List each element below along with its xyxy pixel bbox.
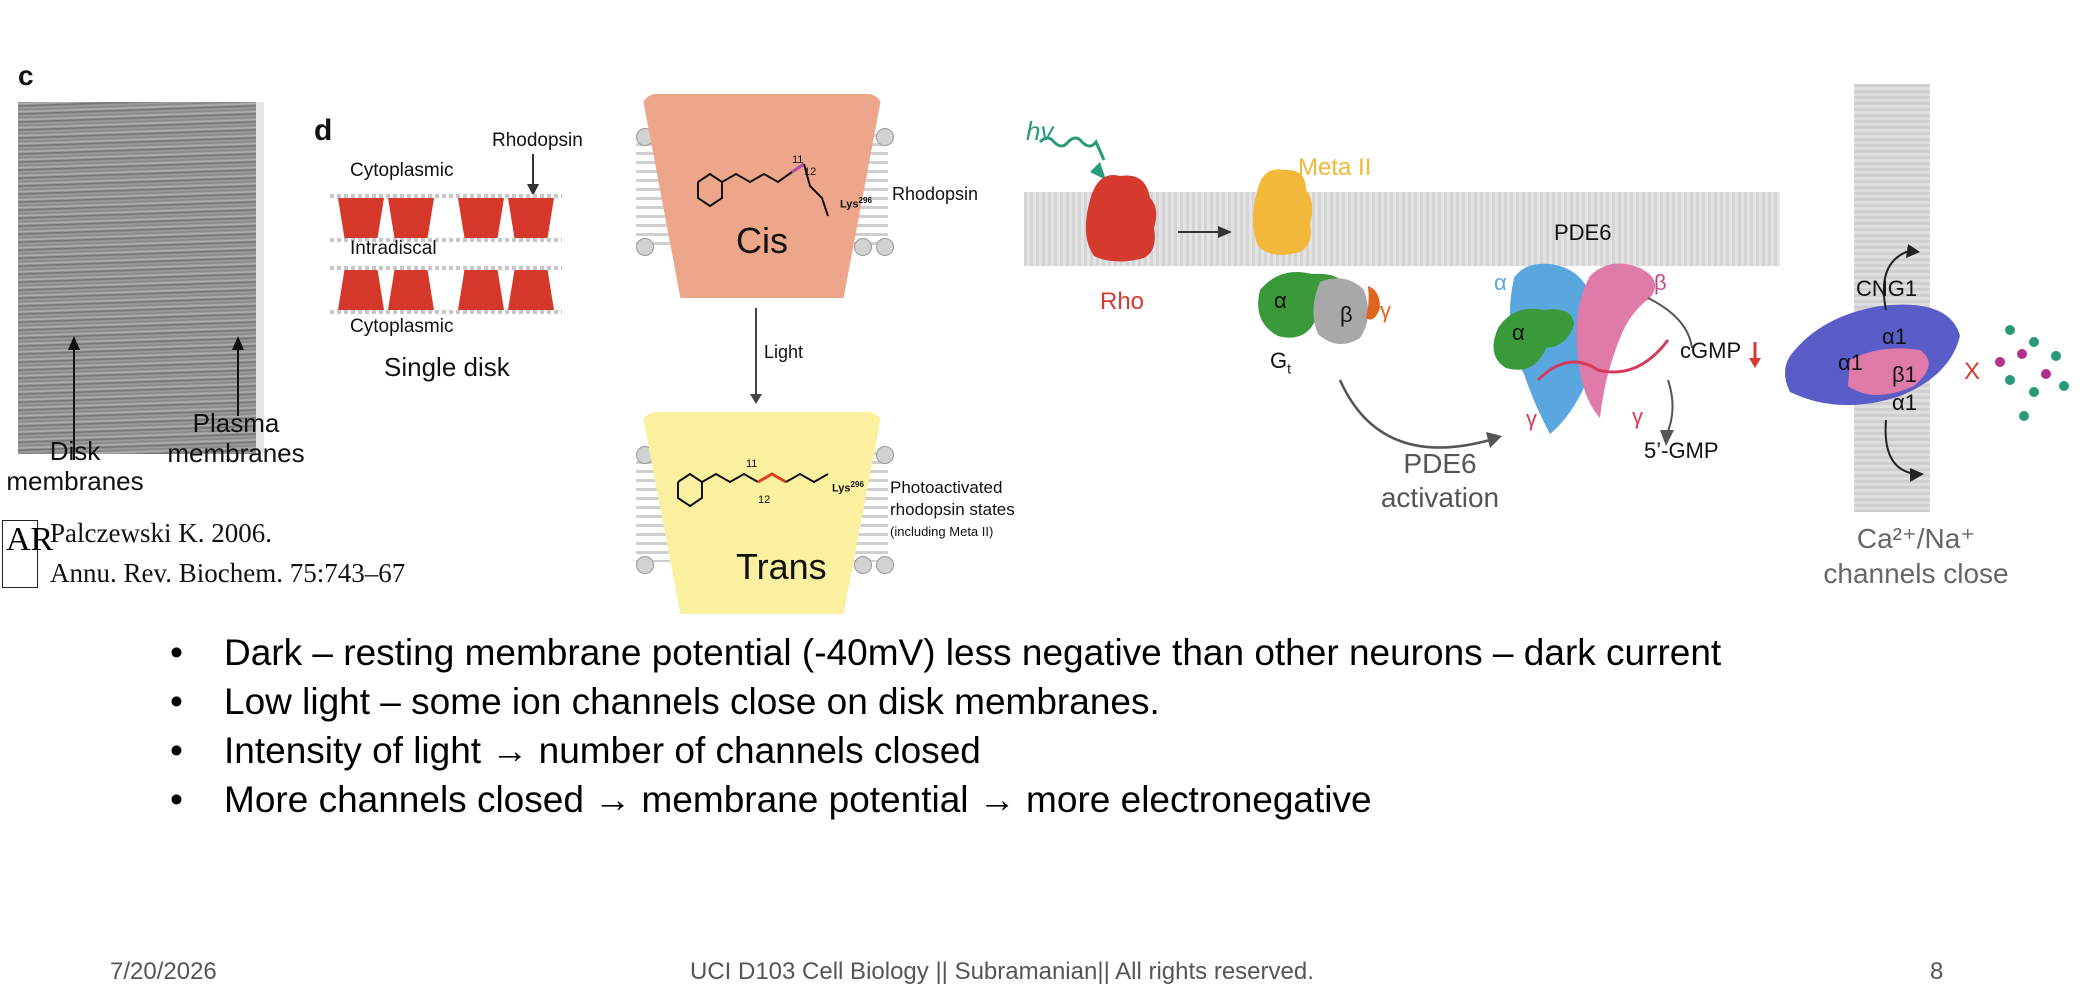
label-block-x: X (1964, 358, 1980, 386)
trans-lys: Lys296 (832, 480, 864, 495)
disk-row-top (330, 192, 562, 244)
label-intradiscal: Intradiscal (350, 238, 437, 260)
bullet-item: •Dark – resting membrane potential (-40m… (170, 628, 1970, 677)
label-cng-a1-left: α1 (1838, 350, 1863, 376)
label-cng-a1-top: α1 (1882, 324, 1907, 350)
label-single-disk: Single disk (384, 352, 510, 383)
label-rho: Rho (1100, 288, 1144, 316)
label-channels-1: Ca²⁺/Na⁺ (1836, 522, 1996, 555)
label-gt: Gt (1270, 348, 1291, 376)
label-channels-2: channels close (1796, 558, 2036, 590)
bullet-dot: • (170, 726, 183, 775)
annual-reviews-logo: AR (2, 520, 38, 588)
label-photo-3: (including Meta II) (890, 524, 993, 539)
phototransduction-cascade: hv Rho Meta II α β γ Gt PDE6 α β α γ γ c… (1020, 80, 2088, 610)
bullet-dot: • (170, 775, 183, 824)
panel-c-arrows (0, 60, 300, 590)
label-pde-gamma-1: γ (1526, 406, 1537, 432)
disk-row-bottom (330, 264, 562, 316)
label-photo-1: Photoactivated (890, 478, 1002, 498)
label-gt-beta: β (1340, 302, 1353, 328)
label-gt-alpha: α (1274, 288, 1287, 314)
panel-c: c Disk membranes Plasma membranes AR Pal… (0, 60, 300, 590)
citation-author: Palczewski K. 2006. (50, 518, 272, 549)
label-disk-membranes: Disk membranes (0, 436, 150, 496)
label-pde-alpha-blue: α (1494, 270, 1507, 296)
label-pde6-top: PDE6 (1554, 220, 1611, 246)
label-5gmp: 5’-GMP (1644, 438, 1719, 464)
label-photo-2: rhodopsin states (890, 500, 1015, 520)
bullet-item: •Intensity of light → number of channels… (170, 726, 1970, 775)
trans-c11: 11 (746, 458, 757, 470)
label-trans: Trans (736, 546, 827, 588)
label-meta2: Meta II (1298, 154, 1371, 182)
footer-page-number: 8 (1930, 958, 1943, 986)
label-gt-gamma: γ (1380, 298, 1391, 324)
logo-text: AR (6, 521, 53, 559)
label-cytoplasmic-top: Cytoplasmic (350, 160, 453, 182)
label-pde6-activation-2: activation (1364, 482, 1516, 514)
bullet-item: •Low light – some ion channels close on … (170, 677, 1970, 726)
trans-c12: 12 (758, 494, 770, 506)
label-light: Light (764, 342, 803, 363)
label-cng-a1-bottom: α1 (1892, 390, 1917, 416)
bullet-item: •More channels closed → membrane potenti… (170, 775, 1970, 824)
footer-date: 7/20/2026 (110, 958, 217, 986)
bullet-dot: • (170, 677, 183, 726)
citation-journal: Annu. Rev. Biochem. 75:743–67 (50, 558, 405, 589)
footer-center: UCI D103 Cell Biology || Subramanian|| A… (690, 958, 1314, 986)
label-plasma-membranes: Plasma membranes (156, 408, 316, 468)
bullet-list: •Dark – resting membrane potential (-40m… (170, 628, 1970, 824)
panel-d: d Rhodopsin Cytoplasmic Intradiscal Cyto… (300, 100, 600, 400)
bullet-dot: • (170, 628, 183, 677)
label-pde-beta: β (1654, 270, 1667, 296)
label-cytoplasmic-bottom: Cytoplasmic (350, 316, 453, 338)
label-pde-alpha-green: α (1512, 320, 1525, 346)
label-cng1: CNG1 (1856, 276, 1917, 302)
label-pde6-activation-1: PDE6 (1370, 448, 1510, 480)
label-cgmp: cGMP (1680, 338, 1741, 364)
label-pde-gamma-2: γ (1632, 404, 1643, 430)
retinal-isomerization-panel: 11 12 Lys296 Cis Rhodopsin Light 11 12 L… (628, 80, 1028, 620)
label-cng-b1: β1 (1892, 362, 1917, 388)
label-hv: hv (1026, 116, 1053, 147)
